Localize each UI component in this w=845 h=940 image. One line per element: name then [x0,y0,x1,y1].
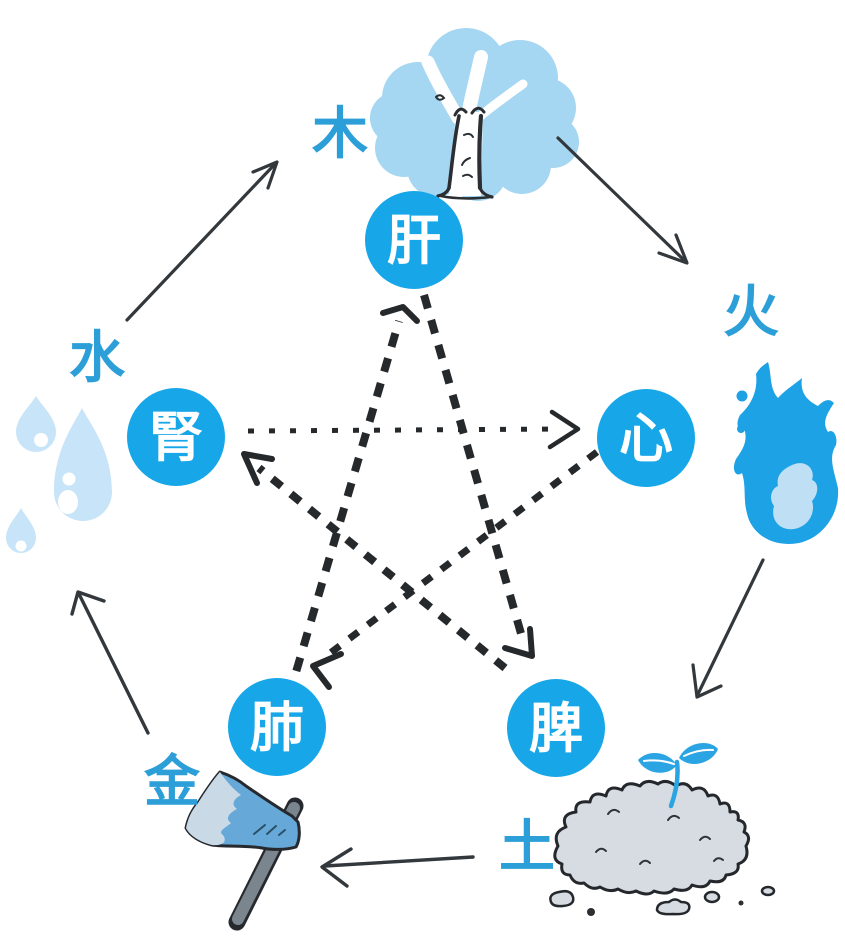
controlling-arrow-kidney-heart [247,409,581,450]
element-label-metal: 金 [143,750,201,813]
organ-node-heart: 心 [597,389,695,487]
element-label-water: 水 [69,326,126,389]
water-drops-icon [6,396,112,553]
organ-node-kidney: 腎 [127,388,225,486]
organ-label-lung: 肺 [250,698,304,758]
generating-arrow-metal-water [70,590,150,735]
organ-label-kidney: 腎 [149,408,203,468]
axe-icon [184,770,304,931]
controlling-arrow-liver-spleen [420,293,535,659]
flame-icon [733,362,839,544]
generating-arrow-water-wood [125,160,279,322]
element-label-fire: 火 [723,280,779,343]
element-label-earth: 土 [499,815,555,878]
organ-node-liver: 肝 [365,191,463,289]
controlling-arrow-lung-liver [285,304,420,698]
tree-icon [370,28,579,201]
generating-arrow-wood-fire [556,136,689,265]
organ-node-lung: 肺 [228,678,326,776]
organ-node-spleen: 脾 [507,679,605,777]
element-label-wood: 木 [312,102,368,165]
organ-label-spleen: 脾 [529,699,583,759]
generating-arrow-fire-earth [691,558,765,699]
organ-label-heart: 心 [619,409,673,469]
generating-arrow-earth-metal [320,847,475,888]
organ-label-liver: 肝 [387,211,441,271]
controlling-arrow-spleen-kidney [241,451,508,672]
controlling-arrow-heart-lung [310,449,600,690]
soil-mound-sprout-icon [549,743,776,916]
